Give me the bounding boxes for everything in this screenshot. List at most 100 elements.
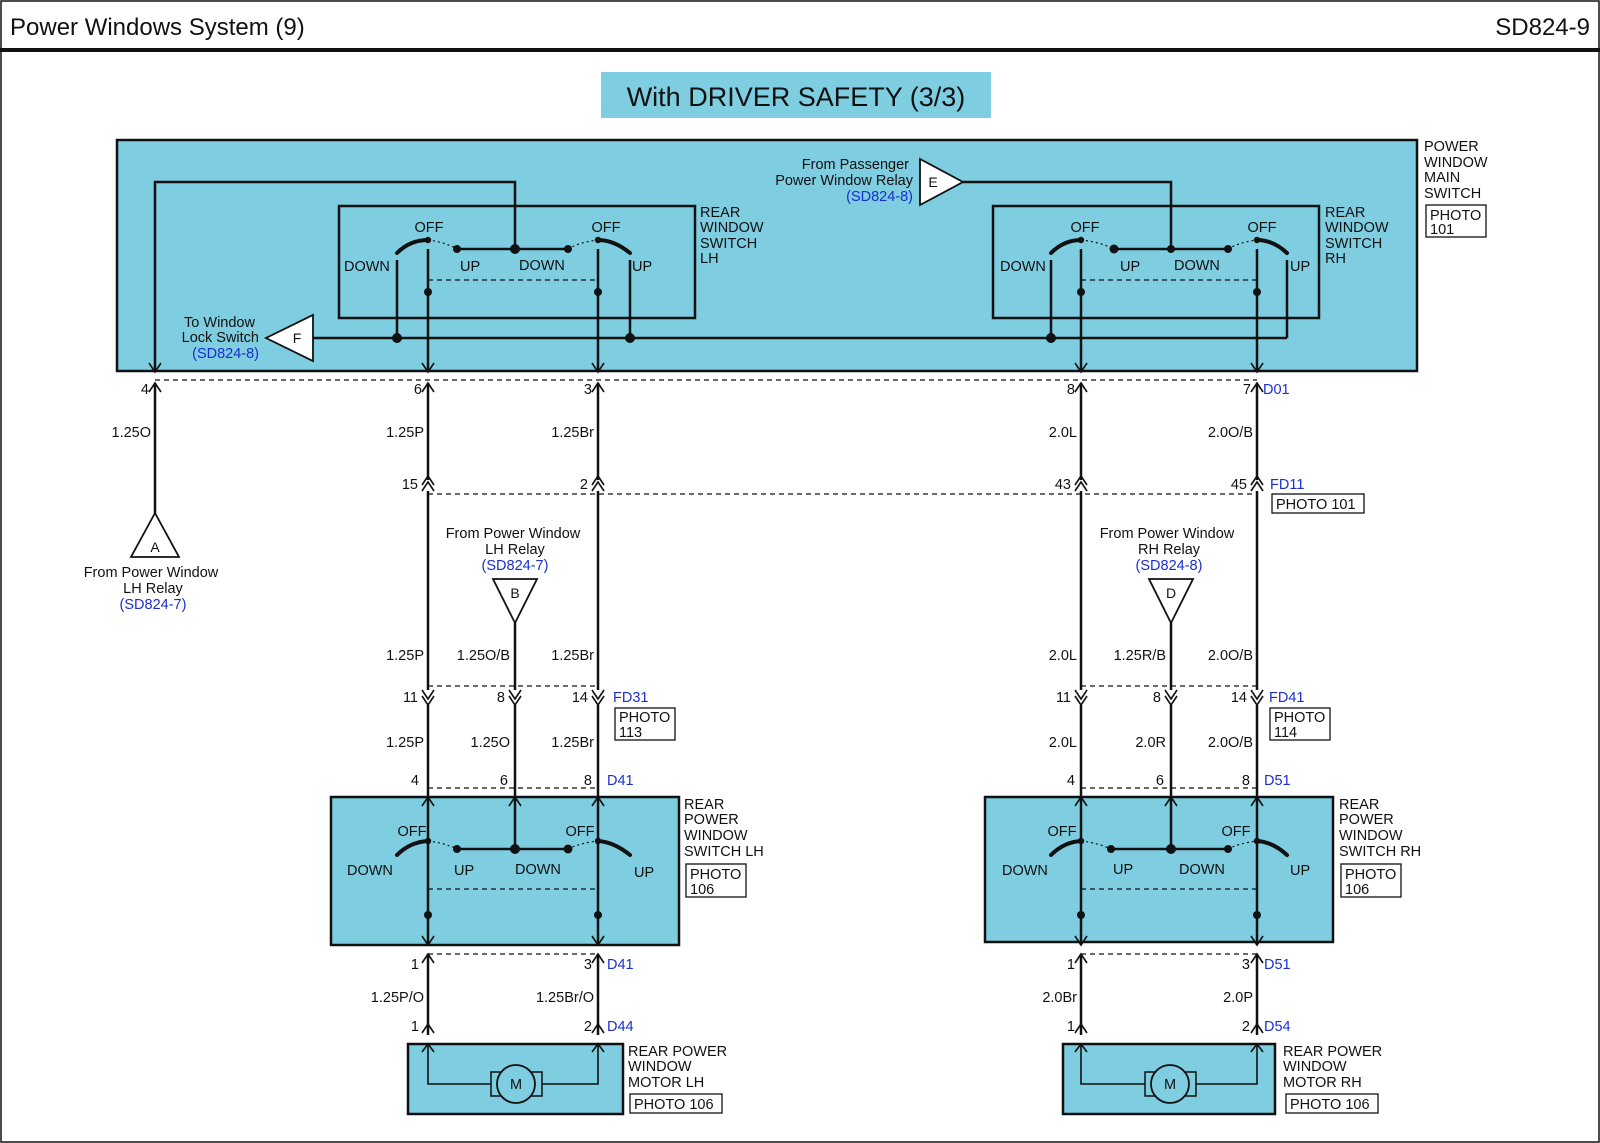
d51-pin-3: 3: [1242, 957, 1250, 973]
ref-f-triangle: [263, 313, 314, 363]
fd11-photo-box: [1271, 493, 1365, 514]
wire-1-25br: 1.25Br: [551, 425, 594, 441]
connector-fd41: 11 8 14 FD41 PHOTO 114: [1056, 685, 1331, 741]
rear-switch-rh-label: REAR POWER WINDOW SWITCH RH: [1339, 797, 1421, 860]
rear-power-window-switch-lh: 4 6 8 D41 OFF OFF DOWN UP DOWN UP REAR: [329, 773, 764, 947]
d01-pin-8: 8: [1067, 382, 1075, 398]
fd31-photo-box: [614, 707, 676, 741]
wire-1-25o: 1.25O: [112, 425, 152, 441]
ref-b-label: From Power Window LH Relay: [446, 526, 585, 558]
motor-lh-label: REAR POWER WINDOW MOTOR LH: [628, 1044, 731, 1091]
d51-pin-8: 8: [1242, 773, 1250, 789]
ref-d-label: From Power Window RH Relay: [1100, 526, 1239, 558]
fd31-pin-8: 8: [497, 690, 505, 706]
wire-rh-2-0br: 2.0Br: [1042, 990, 1077, 1006]
d41-pin-1: 1: [411, 957, 419, 973]
rsw-lh-off-right: OFF: [566, 824, 595, 840]
d51-connector-id-bottom: D51: [1264, 957, 1291, 973]
rsw-rh-off-right: OFF: [1222, 824, 1251, 840]
rear-switch-lh-photo-box: [685, 863, 747, 898]
fd41-photo: PHOTO 114: [1274, 710, 1329, 741]
rh-off-right: OFF: [1248, 220, 1277, 236]
wire-rh-2-0l-2: 2.0L: [1049, 648, 1077, 664]
fd11-pin-15: 15: [402, 477, 418, 493]
d41-pin-4: 4: [411, 773, 419, 789]
ref-a-triangle: [129, 511, 181, 558]
rear-power-window-motor-lh: 1 2 D44 M REAR POWER WINDOW MOTOR LH PHO…: [406, 1019, 731, 1116]
d51-pin-6: 6: [1156, 773, 1164, 789]
wires-segment-4: 1 3 D41 1 3 D51 1.25P/O 1.25Br/O 2.0Br 2…: [371, 952, 1291, 1035]
wire-lh-1-25po: 1.25P/O: [371, 990, 424, 1006]
rh-down-right: DOWN: [1174, 258, 1220, 274]
wire-lh-1-25o-3: 1.25O: [471, 735, 511, 751]
connector-d01: 4 6 3 8 7 D01: [141, 362, 1290, 398]
d54-connector-id: D54: [1264, 1019, 1291, 1035]
fd31-pin-11: 11: [403, 690, 418, 706]
d01-pin-4: 4: [141, 382, 149, 398]
wire-rh-2-0r: 2.0R: [1135, 735, 1166, 751]
d41-pin-8: 8: [584, 773, 592, 789]
wire-lh-1-25bro: 1.25Br/O: [536, 990, 594, 1006]
rear-power-window-motor-rh: 1 2 D54 M REAR POWER WINDOW MOTOR RH PHO…: [1061, 1019, 1382, 1116]
rear-switch-rh-photo-box: [1340, 863, 1402, 898]
fd31-photo: PHOTO 113: [619, 710, 674, 741]
main-switch-label: POWER WINDOW MAIN SWITCH: [1424, 139, 1492, 202]
d41-pin-6: 6: [500, 773, 508, 789]
rsw-lh-off-left: OFF: [398, 824, 427, 840]
motor-lh-icon: [496, 1064, 536, 1104]
lh-off-left: OFF: [415, 220, 444, 236]
d51-pin-4: 4: [1067, 773, 1075, 789]
ref-b: B From Power Window LH Relay (SD824-7): [446, 526, 585, 626]
fd31-connector-id: FD31: [613, 690, 648, 706]
rh-down-left: DOWN: [1000, 259, 1046, 275]
wire-lh-1-25br-3: 1.25Br: [551, 735, 594, 751]
motor-rh-photo-box: [1285, 1093, 1379, 1114]
rsw-lh-down-right: DOWN: [515, 862, 561, 878]
ref-e-label: From Passenger Power Window Relay: [775, 157, 914, 189]
fd11-pin-2: 2: [580, 477, 588, 493]
page-title: Power Windows System (9): [10, 14, 305, 41]
ref-a-link[interactable]: (SD824-7): [120, 597, 187, 613]
wire-rh-2-0ob-2: 2.0O/B: [1208, 648, 1253, 664]
ref-f-link[interactable]: (SD824-8): [192, 346, 259, 362]
ref-b-link[interactable]: (SD824-7): [482, 558, 549, 574]
d44-pin-1: 1: [411, 1019, 419, 1035]
d01-pin-3: 3: [584, 382, 592, 398]
rear-switch-lh-photo: PHOTO 106: [690, 867, 745, 898]
ref-b-letter: B: [510, 585, 519, 601]
lh-up-right: UP: [632, 259, 652, 275]
ref-b-triangle: [491, 578, 539, 626]
ref-e-triangle: [919, 157, 965, 207]
ref-e-link[interactable]: (SD824-8): [846, 189, 913, 205]
fd41-pin-11: 11: [1056, 690, 1071, 706]
motor-rh-icon: [1150, 1064, 1190, 1104]
fd41-pin-14: 14: [1231, 690, 1247, 706]
d01-pin-6: 6: [414, 382, 422, 398]
lh-down-right: DOWN: [519, 258, 565, 274]
d01-connector-id: D01: [1263, 382, 1290, 398]
d41-connector-id-top: D41: [607, 773, 634, 789]
wires-segment-3: 1.25P 1.25O 1.25Br 2.0L 2.0R 2.0O/B: [386, 705, 1259, 797]
rear-window-switch-rh-box: [991, 204, 1321, 320]
power-window-main-switch: POWER WINDOW MAIN SWITCH PHOTO 101 REAR …: [115, 138, 1492, 373]
rh-up-right: UP: [1290, 259, 1310, 275]
banner-box: [601, 72, 991, 118]
motor-lh-photo-box: [629, 1093, 723, 1114]
d51-pin-1: 1: [1067, 957, 1075, 973]
rh-off-left: OFF: [1071, 220, 1100, 236]
banner-title: With DRIVER SAFETY (3/3): [627, 82, 966, 112]
ref-e-letter: E: [928, 174, 937, 190]
main-switch-photo: PHOTO 101: [1430, 208, 1485, 238]
d01-pin-7: 7: [1243, 382, 1251, 398]
ref-d-link[interactable]: (SD824-8): [1136, 558, 1203, 574]
d54-pin-2: 2: [1242, 1019, 1250, 1035]
wire-1-25p: 1.25P: [386, 425, 424, 441]
fd31-pin-14: 14: [572, 690, 588, 706]
motor-rh-symbol: M: [1164, 1077, 1176, 1093]
rh-switch-internals: [963, 180, 1289, 372]
page-code: SD824-9: [1495, 14, 1590, 41]
rear-window-switch-lh-label: REAR WINDOW SWITCH LH: [700, 205, 768, 267]
main-switch-box: [115, 138, 1419, 373]
wire-2-0ob: 2.0O/B: [1208, 425, 1253, 441]
